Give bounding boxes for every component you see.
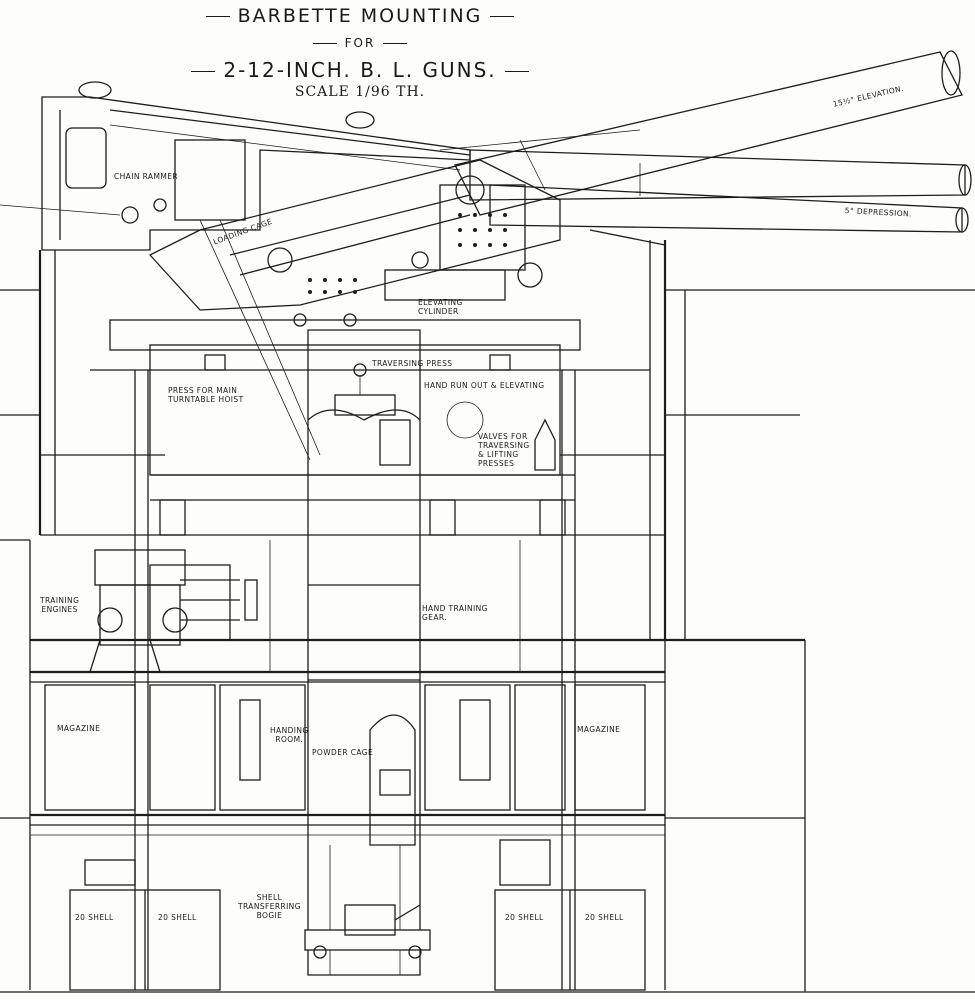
powder-cage-label: POWDER CAGE (312, 748, 374, 757)
shell-rooms (69, 839, 646, 991)
valves-label: VALVES FOR TRAVERSING & LIFTING PRESSES (478, 432, 530, 468)
shell-room-label-1: 20 SHELL (75, 913, 114, 922)
stanchions (134, 370, 576, 990)
gun-barrel-elevated (439, 50, 963, 216)
breech-mechanism (121, 139, 561, 461)
drawing-title: BARBETTE MOUNTING (0, 5, 720, 27)
breech-rivets (308, 213, 507, 294)
training-engines (89, 549, 258, 673)
handing-room-label: HANDING ROOM. (270, 726, 309, 744)
training-engines-label: TRAINING ENGINES (40, 596, 80, 614)
shell-room-label-4: 20 SHELL (585, 913, 624, 922)
traversing-press-label: TRAVERSING PRESS (372, 359, 453, 368)
magazine-left-label: MAGAZINE (57, 724, 101, 733)
chain-rammer-label: CHAIN RAMMER (114, 172, 178, 181)
drawing-scale: SCALE 1/96 TH. (294, 84, 426, 100)
press-turntable-label: PRESS FOR MAIN TURNTABLE HOIST (168, 386, 244, 404)
gun-barrel-depressed (489, 184, 969, 233)
shell-room-label-2: 20 SHELL (158, 913, 197, 922)
central-trunk (307, 329, 421, 976)
hand-run-out-label: HAND RUN OUT & ELEVATING (424, 381, 545, 390)
shell-bogie-label: SHELL TRANSFERRING BOGIE (238, 893, 301, 920)
shell-transferring-bogie (304, 904, 431, 959)
magazine-right-label: MAGAZINE (577, 725, 621, 734)
drawing-title-guns: 2-12-INCH. B. L. GUNS. (0, 58, 720, 82)
drawing-title-for: FOR (0, 36, 720, 50)
gun-barrel-level (469, 149, 972, 201)
hand-training-gear-label: HAND TRAINING GEAR. (422, 604, 488, 622)
gun-shield (41, 81, 471, 251)
barbette-structure (38, 229, 667, 640)
hull-decks (0, 289, 975, 993)
magazine-compartments (44, 684, 646, 811)
elevating-cylinder-label: ELEVATING CYLINDER (418, 298, 463, 316)
shell-room-label-3: 20 SHELL (505, 913, 544, 922)
